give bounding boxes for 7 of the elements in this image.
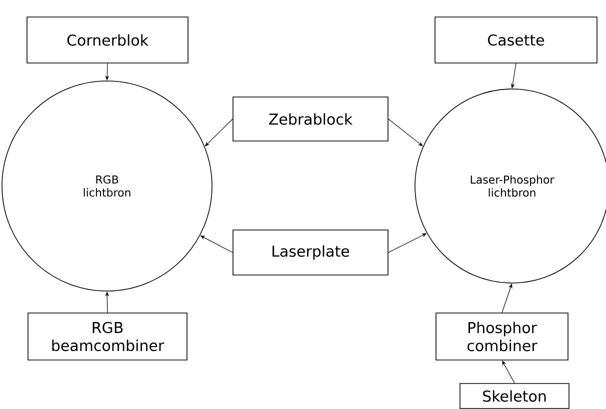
component-box: Phosphor combiner bbox=[436, 312, 568, 360]
component-box: Laserplate bbox=[232, 230, 388, 276]
component-box: Casette bbox=[434, 16, 598, 64]
component-box: Cornerblok bbox=[26, 16, 188, 64]
component-box: RGB beamcombiner bbox=[28, 312, 188, 360]
component-box: Skeleton bbox=[460, 383, 570, 409]
component-box: Zebrablock bbox=[232, 96, 388, 142]
